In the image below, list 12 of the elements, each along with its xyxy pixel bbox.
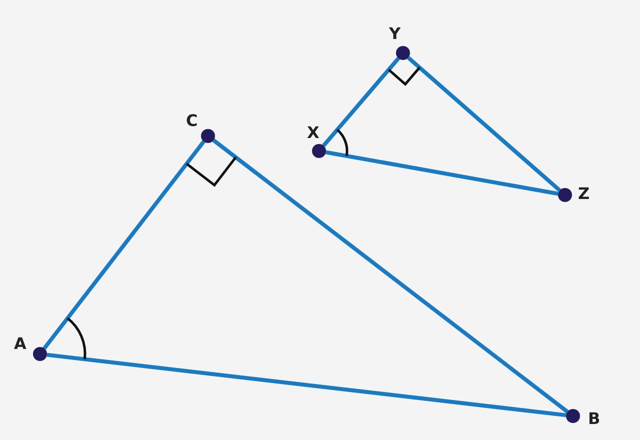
triangle-side xyxy=(406,56,562,192)
triangle-side xyxy=(42,140,206,350)
vertex-label: Z xyxy=(578,185,590,203)
triangle-side xyxy=(46,352,566,418)
vertex-label: C xyxy=(186,112,198,130)
vertex-label: B xyxy=(588,410,600,428)
triangle-side xyxy=(326,150,558,196)
triangle-side xyxy=(212,138,569,414)
vertex-label: X xyxy=(307,124,320,142)
vertex-label: Y xyxy=(389,25,401,43)
triangle-side xyxy=(322,57,400,147)
vertex-label: A xyxy=(14,335,26,353)
